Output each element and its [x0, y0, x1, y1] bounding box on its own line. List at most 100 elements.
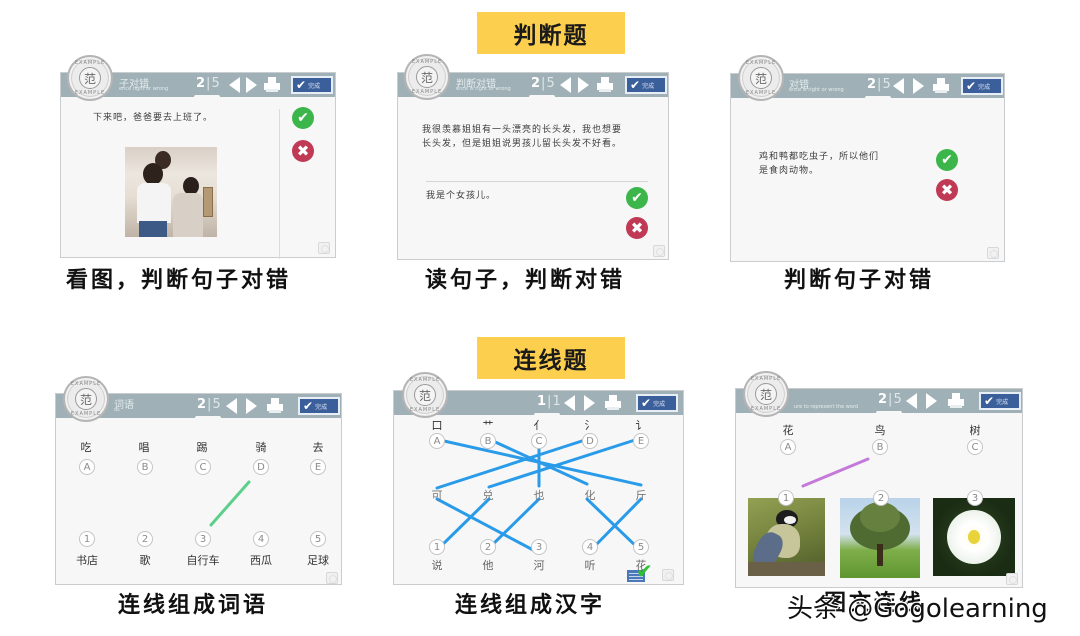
- match-node-2[interactable]: 2: [873, 490, 889, 506]
- match-node-c[interactable]: C: [967, 439, 983, 455]
- match-node-a[interactable]: A: [429, 433, 445, 449]
- page-tab-marker: [534, 413, 560, 416]
- wrong-button[interactable]: ✖: [936, 179, 958, 201]
- check-icon: ✔: [966, 79, 977, 93]
- match-node-d[interactable]: D: [582, 433, 598, 449]
- exercise-title: 子对错: [119, 79, 149, 90]
- picture-white-flower[interactable]: [933, 498, 1015, 576]
- print-icon[interactable]: [264, 77, 280, 92]
- match-node-b[interactable]: B: [872, 439, 888, 455]
- match-node-a[interactable]: A: [780, 439, 796, 455]
- correct-button[interactable]: ✔: [626, 187, 648, 209]
- radical-top-e: 讠: [635, 419, 647, 432]
- print-icon[interactable]: [933, 78, 949, 93]
- fullscreen-icon[interactable]: [987, 247, 999, 259]
- done-button[interactable]: ✔完成: [979, 392, 1021, 410]
- fullscreen-icon[interactable]: [1006, 573, 1018, 585]
- character-bottom-3: 河: [533, 559, 545, 572]
- page-tab-marker: [876, 411, 902, 414]
- question-statement: 我是个女孩儿。: [426, 191, 497, 201]
- character-bottom-4: 听: [584, 559, 596, 572]
- match-node-3[interactable]: 3: [531, 539, 547, 555]
- previous-page-icon[interactable]: [893, 78, 904, 94]
- fullscreen-icon[interactable]: [318, 242, 330, 254]
- done-button[interactable]: ✔完成: [636, 394, 678, 412]
- print-icon[interactable]: [605, 395, 621, 410]
- print-icon[interactable]: [948, 393, 964, 408]
- done-button[interactable]: ✔完成: [961, 77, 1003, 95]
- match-node-1[interactable]: 1: [429, 539, 445, 555]
- word-top-d: 骑: [255, 441, 267, 454]
- radical-top-d: 氵: [584, 419, 596, 432]
- check-icon: ✔: [984, 394, 995, 408]
- component-middle-1: 可: [431, 489, 443, 502]
- match-node-b[interactable]: B: [137, 459, 153, 475]
- match-node-c[interactable]: C: [195, 459, 211, 475]
- done-button[interactable]: ✔完成: [625, 76, 667, 94]
- connection-lines: [801, 457, 870, 488]
- match-node-5[interactable]: 5: [633, 539, 649, 555]
- next-page-icon[interactable]: [246, 77, 257, 93]
- correct-button[interactable]: ✔: [292, 107, 314, 129]
- caption-word-matching: 连线组成词语: [118, 593, 269, 618]
- next-page-icon[interactable]: [578, 77, 589, 93]
- match-node-1[interactable]: 1: [79, 531, 95, 547]
- match-node-4[interactable]: 4: [253, 531, 269, 547]
- print-icon[interactable]: [597, 77, 613, 92]
- previous-page-icon[interactable]: [906, 393, 917, 409]
- match-node-d[interactable]: D: [253, 459, 269, 475]
- correct-button[interactable]: ✔: [936, 149, 958, 171]
- passage-divider: [426, 181, 648, 182]
- wrong-button[interactable]: ✖: [626, 217, 648, 239]
- match-node-e[interactable]: E: [633, 433, 649, 449]
- next-page-icon[interactable]: [246, 398, 257, 414]
- print-icon[interactable]: [267, 398, 283, 413]
- done-button[interactable]: ✔完成: [291, 76, 333, 94]
- picture-tree[interactable]: [840, 498, 920, 578]
- wrong-button[interactable]: ✖: [292, 140, 314, 162]
- previous-page-icon[interactable]: [229, 77, 240, 93]
- previous-page-icon[interactable]: [564, 395, 575, 411]
- match-node-b[interactable]: B: [480, 433, 496, 449]
- component-middle-3: 也: [533, 489, 545, 502]
- match-node-2[interactable]: 2: [480, 539, 496, 555]
- page-indicator: 2|5: [196, 76, 221, 91]
- match-node-3[interactable]: 3: [967, 490, 983, 506]
- component-middle-5: 斤: [635, 489, 647, 502]
- fullscreen-icon[interactable]: [326, 572, 338, 584]
- exercise-panel-sentence-judgement: 对错 ence is right or wrong 2|5 ✔完成 鸡和鸭都吃虫…: [730, 73, 1005, 262]
- word-top-e: 去: [312, 441, 324, 454]
- word-top-c: 踢: [196, 441, 208, 454]
- fullscreen-icon[interactable]: [662, 569, 674, 581]
- next-page-icon[interactable]: [926, 393, 937, 409]
- page-indicator: 2|5: [867, 77, 892, 92]
- page-tab-marker: [195, 416, 221, 419]
- match-node-3[interactable]: 3: [195, 531, 211, 547]
- previous-page-icon[interactable]: [226, 398, 237, 414]
- match-node-4[interactable]: 4: [582, 539, 598, 555]
- match-node-c[interactable]: C: [531, 433, 547, 449]
- done-button[interactable]: ✔完成: [298, 397, 340, 415]
- next-page-icon[interactable]: [584, 395, 595, 411]
- match-node-a[interactable]: A: [79, 459, 95, 475]
- previous-page-icon[interactable]: [560, 77, 571, 93]
- connection-lines: [209, 480, 251, 527]
- check-icon: ✔: [630, 78, 641, 92]
- match-node-1[interactable]: 1: [778, 490, 794, 506]
- match-node-2[interactable]: 2: [137, 531, 153, 547]
- answer-list-icon[interactable]: [627, 570, 645, 582]
- match-node-5[interactable]: 5: [310, 531, 326, 547]
- picture-bird[interactable]: [748, 498, 825, 576]
- exercise-subtitle: ds: [114, 407, 120, 413]
- exercise-panel-character-matching: 1|1 ✔完成 口 艹 亻 氵 讠 A B C D E 可 兑 也 化 斤 1 …: [393, 390, 684, 585]
- radical-top-a: 口: [431, 419, 443, 432]
- fullscreen-icon[interactable]: [653, 245, 665, 257]
- answer-divider: [279, 109, 280, 259]
- reading-passage-line-2: 长头发，但是姐姐说男孩儿留长头发不好看。: [422, 139, 623, 149]
- next-page-icon[interactable]: [913, 78, 924, 94]
- component-middle-4: 化: [584, 489, 596, 502]
- question-sentence-line-1: 鸡和鸭都吃虫子，所以他们: [759, 152, 880, 162]
- match-node-e[interactable]: E: [310, 459, 326, 475]
- word-bottom-3: 自行车: [186, 554, 220, 567]
